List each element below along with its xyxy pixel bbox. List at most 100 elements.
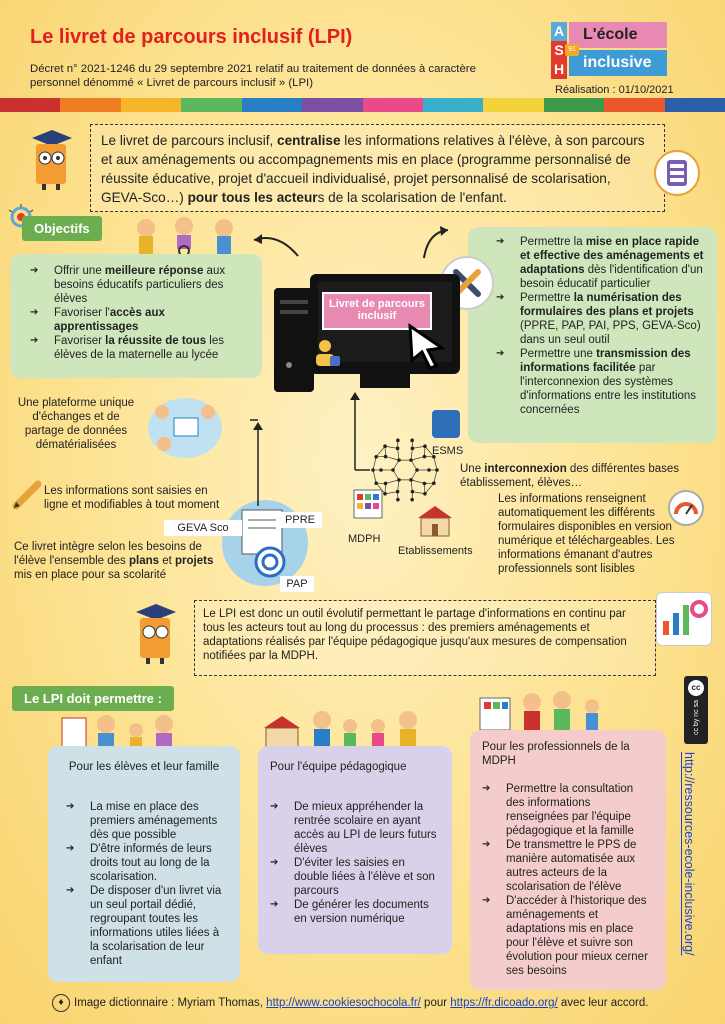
ppre-tag: PPRE [278,512,322,528]
cookiesochocola-link[interactable]: http://www.cookiesochocola.fr/ [266,997,421,1009]
network-node [423,491,427,496]
color-stripe-segment [422,98,484,112]
network-node [409,478,413,482]
benefit-bold: transmission des informations facilitée [520,348,691,374]
card-equipe-pedagogique: Pour l'équipe pédagogique De mieux appré… [258,746,452,954]
platform-text: Une plateforme unique d'échanges et de p… [17,397,135,451]
color-stripe-segment [60,98,121,112]
objectif-bold: la réussite de tous [105,335,207,347]
network-node [383,454,388,459]
geva-sco-tag: GEVA Sco [164,520,242,536]
card-title: Pour l'équipe pédagogique [270,761,407,773]
objectif-bold: accès aux apprentissages [54,307,165,333]
logo-line2: inclusive [569,50,667,76]
footer-text: avec leur accord. [557,997,649,1009]
intro-text-3: s de la scolarisation de l'enfant. [317,190,507,205]
objectif-text: les élèves de la maternelle au lycée [54,335,225,361]
interconnexion-text: Une interconnexion des différentes bases… [460,462,722,490]
network-node [383,444,387,449]
sharing-icon [148,398,222,458]
page-title: Le livret de parcours inclusif (LPI) [30,26,353,48]
color-stripe-segment [604,98,665,112]
network-node [435,468,439,472]
benefit-text: Permettre [520,292,574,304]
ressources-link[interactable]: http://ressources-ecole-inclusive.org/ [682,752,696,956]
color-stripe-segment [664,98,725,112]
intro-bold-2: pour tous les acteur [187,190,318,205]
mdph-building-icon [352,488,384,520]
network-node [410,489,415,494]
card-item: De transmettre le PPS de manière automat… [482,838,654,894]
network-node [410,446,415,451]
interconnexion-part: Une [460,463,485,475]
benefit-bold: la numérisation des formulaires des plan… [520,292,694,318]
esms-label: ESMS [432,445,464,457]
network-node [396,438,400,443]
curved-arrows [253,226,448,259]
saisie-text: Les informations sont saisies en ligne e… [44,485,220,511]
objectif-text: Favoriser [54,335,106,347]
card-item: D'être informés de leurs droits tout au … [66,842,228,884]
card-title: Pour les professionnels de la MDPH [482,741,630,767]
integre-part: mis en place pour sa scolarité [14,569,167,581]
interconnexion-bold: interconnexion [484,463,567,475]
bulb-icon: ♦ [52,994,70,1012]
network-node [395,446,400,451]
benefit-bold: mise en place rapide et effective des am… [520,236,704,276]
card-item: De disposer d'un livret via un seul port… [66,884,228,968]
network-graph [368,436,442,504]
network-node [395,489,400,494]
mdph-label: MDPH [348,533,381,545]
decree-text: Décret n° 2021-1246 du 29 septembre 2021… [30,63,476,89]
footer-text: pour [420,997,451,1009]
network-node [379,468,383,472]
intro-bold-1: centralise [277,133,341,148]
intro-box: Le livret de parcours inclusif, centrali… [90,124,665,212]
network-node [383,491,387,496]
dicoado-link[interactable]: https://fr.dicoado.org/ [450,997,558,1009]
logo-letter-h: H [551,60,567,79]
objectif-text: aux besoins éducatifs particuliers des é… [54,265,226,305]
network-node [410,438,414,443]
card-title: Pour les élèves et leur famille [68,761,220,773]
card-item: Permettre la consultation des informatio… [482,782,654,838]
footer-text: Image dictionnaire : Myriam Thomas, [74,997,267,1009]
network-node [374,455,378,459]
evolution-chart-icon [656,592,712,646]
creative-commons-badge: cc cc by nc sa [684,676,708,744]
evolutif-box: Le LPI est donc un outil évolutif permet… [194,600,656,676]
objectif-text: Favoriser l' [54,307,110,319]
objectif-item: Offrir une meilleure réponse aux besoins… [30,264,252,306]
benefit-text: Permettre une [520,348,597,360]
benefit-item: Permettre la mise en place rapide et eff… [496,235,709,291]
integre-part: et [159,555,176,567]
logo-badge: 91 [565,44,579,56]
network-node [383,481,388,486]
benefit-text: Permettre la [520,236,586,248]
logo-letter-a: A [551,22,567,41]
network-node [422,454,427,459]
cc-icon: cc [688,680,704,696]
integre-part: Ce livret intègre selon les besoins de l… [14,541,202,567]
etablissements-label: Etablissements [398,545,473,557]
color-stripe-segment [543,98,605,112]
screen-label: Livret de parcours inclusif [322,292,432,330]
network-node [397,478,401,482]
card-item: La mise en place des premiers aménagemen… [66,800,228,842]
card-item: D'accéder à l'historique des aménagement… [482,894,654,978]
logo-letter-s: S [551,41,567,60]
benefit-item: Permettre la numérisation des formulaire… [496,291,709,347]
vertical-link-wrapper: http://ressources-ecole-inclusive.org/ [682,752,708,976]
network-node [415,468,419,472]
integre-text: Ce livret intègre selon les besoins de l… [14,540,228,582]
network-node [371,468,375,472]
pencil-icon [12,478,44,510]
interconnexion-part: des différentes bases établissement, élè… [460,463,680,489]
color-stripe-segment [302,98,363,112]
school-team-icon [262,706,454,752]
pap-tag: PAP [280,576,314,592]
permettre-label: Le LPI doit permettre : [12,686,174,711]
integre-bold: plans [128,555,160,567]
auto-text: Les informations renseignent automatique… [498,493,675,575]
